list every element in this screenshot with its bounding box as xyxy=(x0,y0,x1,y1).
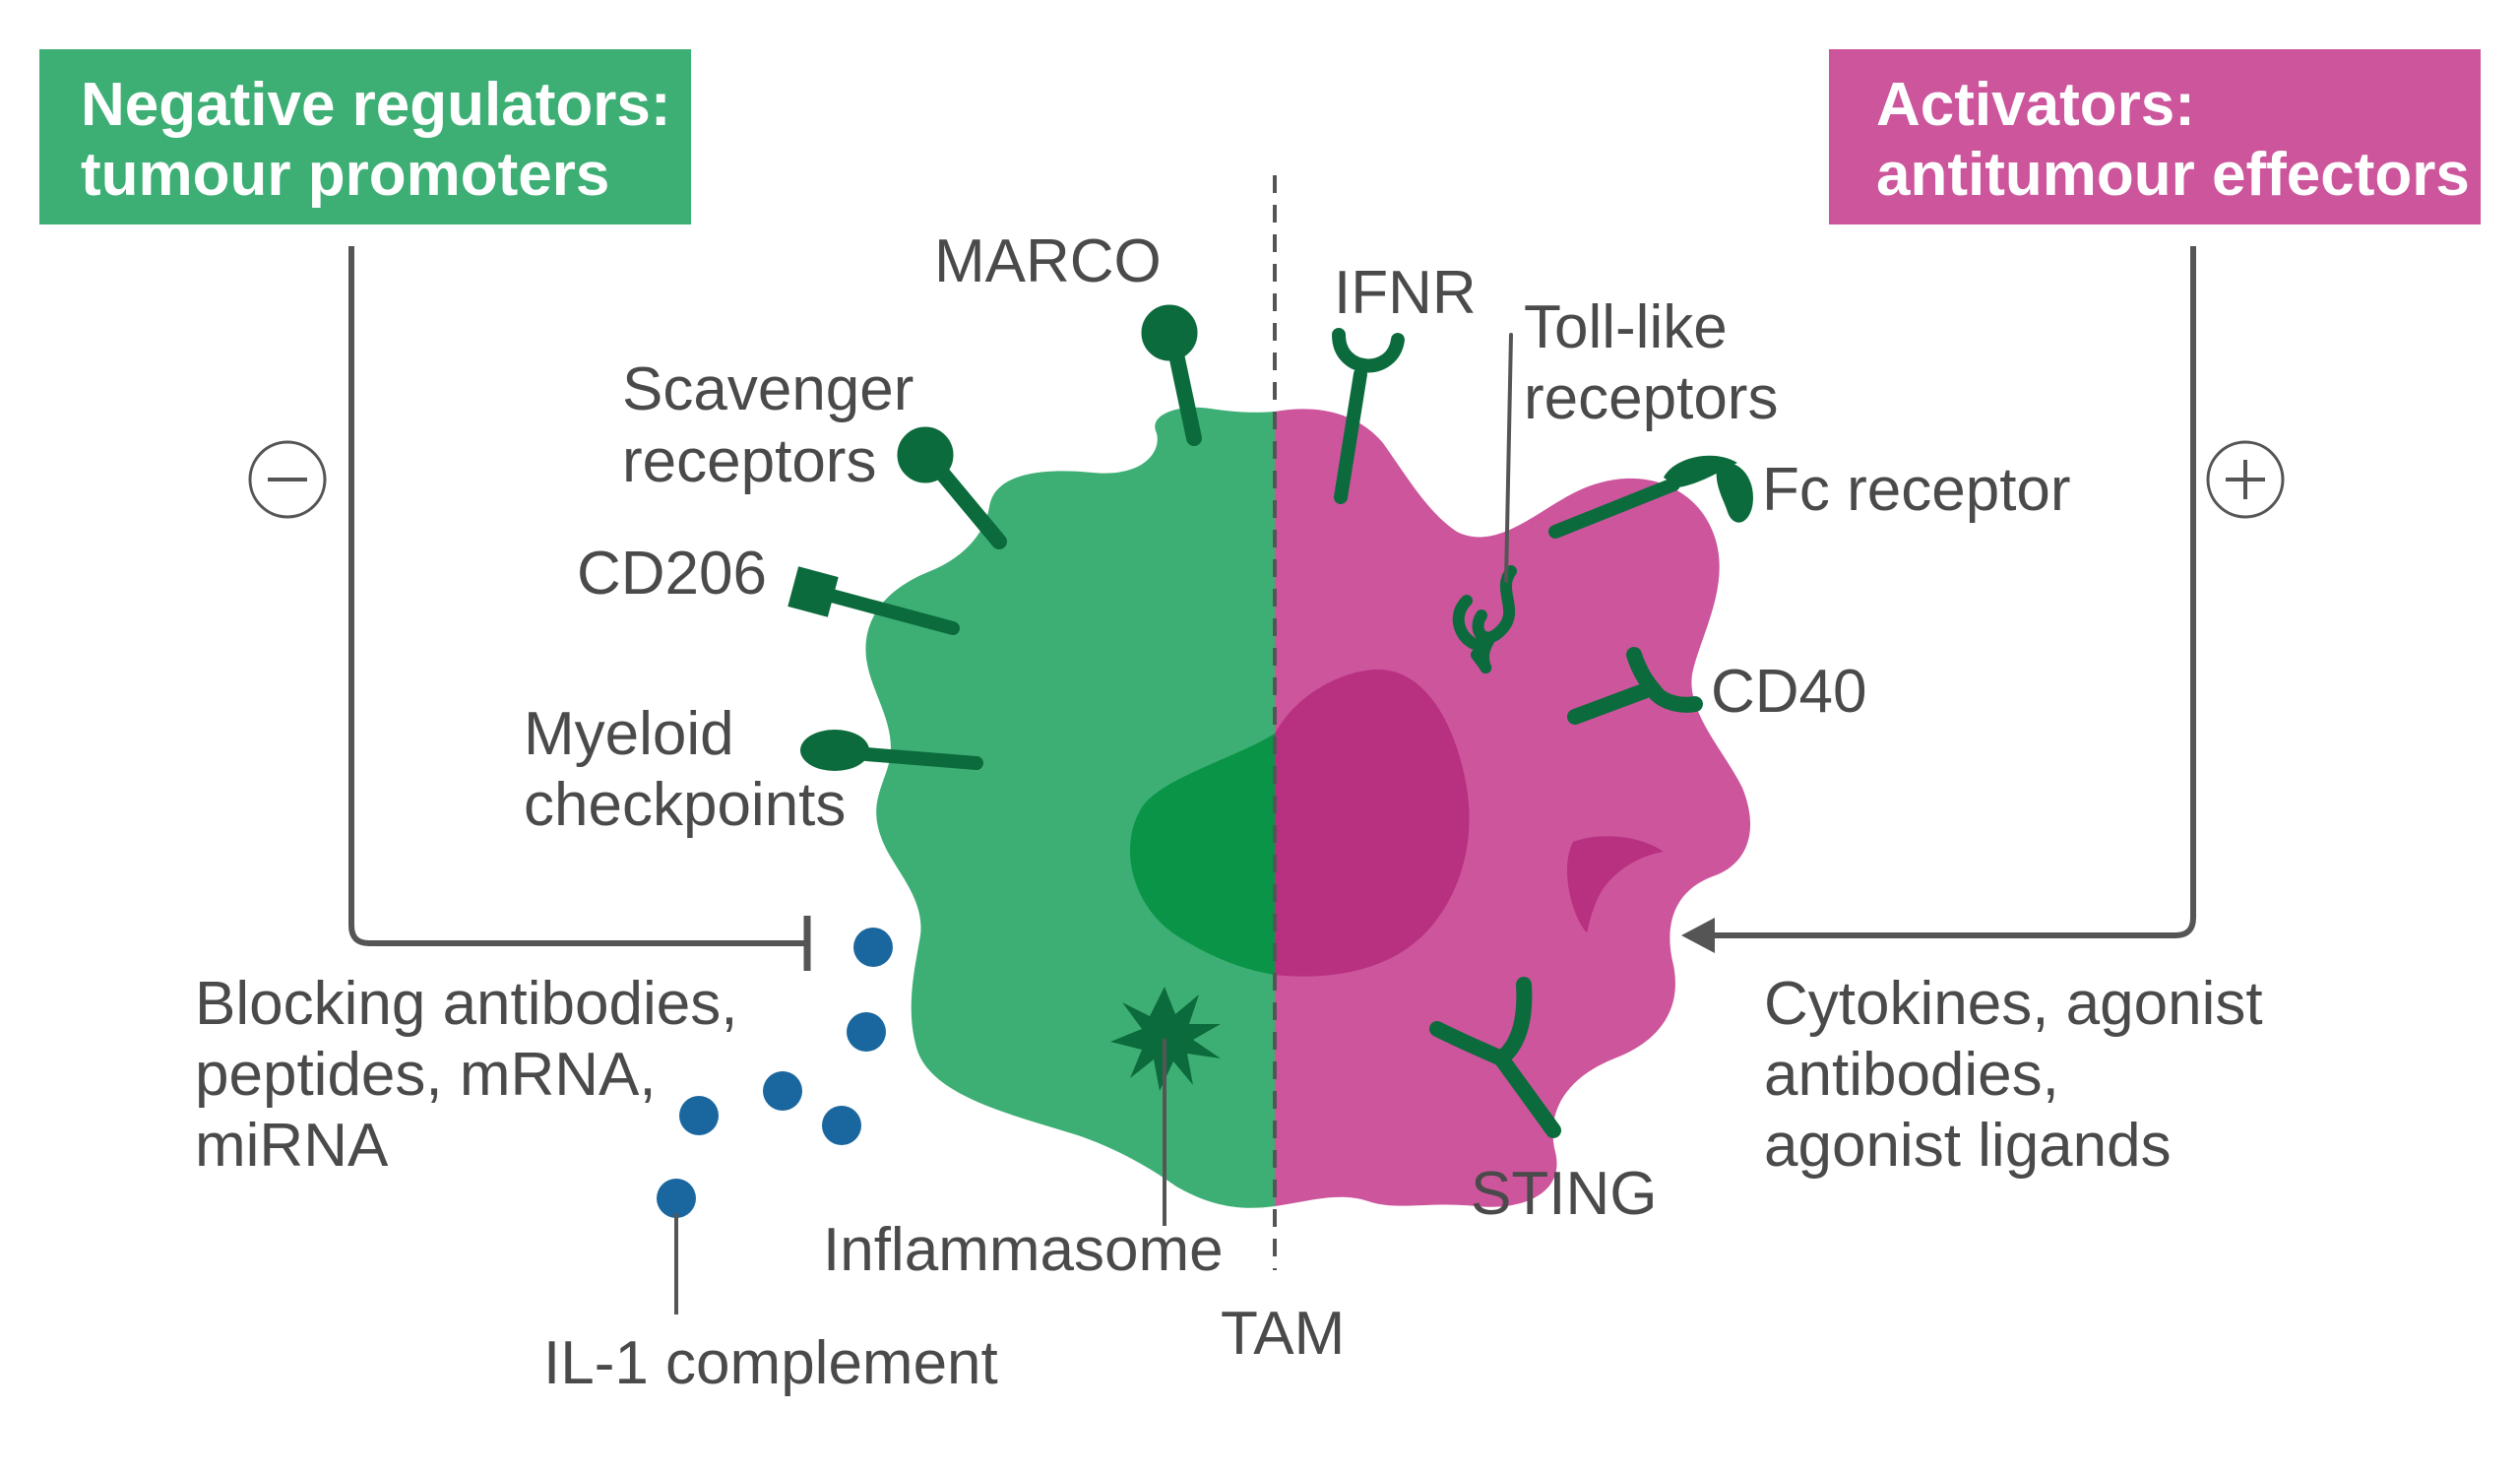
label-blocking-2: peptides, mRNA, xyxy=(195,1041,657,1109)
label-myeloid-2: checkpoints xyxy=(524,771,846,839)
arrow-icon xyxy=(1681,918,1715,953)
label-toll-2: receptors xyxy=(1524,364,1778,432)
label-inflammasome: Inflammasome xyxy=(823,1216,1224,1284)
molecule-cluster xyxy=(657,928,893,1218)
cd206-receptor-icon xyxy=(788,566,960,635)
ifnr-receptor-icon xyxy=(1332,328,1405,504)
label-sting: STING xyxy=(1471,1160,1657,1228)
negative-regulators-box xyxy=(39,49,691,224)
inflammasome-icon xyxy=(1110,987,1221,1226)
cell-organelle xyxy=(1566,836,1664,932)
negative-box-line1: Negative regulators: xyxy=(81,71,671,139)
scavenger-receptor-icon xyxy=(897,426,1007,549)
negative-box-line2: tumour promoters xyxy=(81,141,609,209)
label-fc-receptor: Fc receptor xyxy=(1762,456,2071,524)
label-blocking-1: Blocking antibodies, xyxy=(195,970,737,1038)
activation-connector-line xyxy=(1708,246,2196,938)
sting-receptor-icon xyxy=(1429,977,1561,1138)
toll-like-receptor-icon xyxy=(1452,333,1517,673)
tam-cell xyxy=(865,407,1751,1208)
minus-circle-icon xyxy=(248,440,327,519)
label-ifnr: IFNR xyxy=(1334,259,1477,327)
cell-nucleus-right xyxy=(1275,670,1470,977)
activator-box-line2: antitumour effectors xyxy=(1876,141,2470,209)
label-marco: MARCO xyxy=(934,227,1162,295)
inhibition-connector-line xyxy=(348,246,807,946)
label-cd40: CD40 xyxy=(1711,658,1867,726)
label-scavenger-1: Scavenger xyxy=(622,355,914,423)
label-cytokines-2: antibodies, xyxy=(1764,1041,2059,1109)
cd40-receptor-icon xyxy=(1567,647,1703,725)
label-toll-1: Toll-like xyxy=(1524,293,1728,361)
label-cytokines-3: agonist ligands xyxy=(1764,1112,2172,1180)
label-myeloid-1: Myeloid xyxy=(524,700,734,768)
myeloid-checkpoint-icon xyxy=(800,730,983,771)
marco-receptor-icon xyxy=(1141,304,1202,446)
label-scavenger-2: receptors xyxy=(622,427,876,495)
label-il1-complement: IL-1 complement xyxy=(543,1329,998,1397)
label-cd206: CD206 xyxy=(577,540,767,608)
activator-box-line1: Activators: xyxy=(1876,71,2195,139)
activators-box xyxy=(1829,49,2481,224)
label-cytokines-1: Cytokines, agonist xyxy=(1764,970,2263,1038)
fc-receptor-icon xyxy=(1548,455,1753,539)
label-blocking-3: miRNA xyxy=(195,1112,389,1180)
cell-nucleus-left xyxy=(1129,734,1275,975)
label-tam: TAM xyxy=(1221,1300,1345,1368)
plus-circle-icon xyxy=(2206,440,2285,519)
